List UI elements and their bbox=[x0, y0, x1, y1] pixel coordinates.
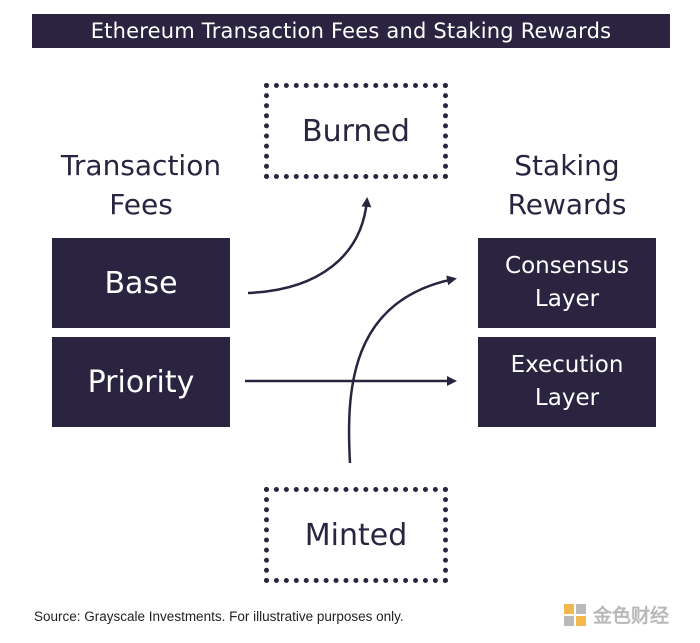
priority-fee-label: Priority bbox=[87, 364, 195, 400]
burned-box: Burned bbox=[264, 83, 448, 179]
execution-layer-line1: Execution bbox=[510, 352, 624, 378]
burned-label: Burned bbox=[302, 113, 410, 149]
transaction-fees-heading-line2: Fees bbox=[109, 188, 173, 221]
transaction-fees-heading: Transaction Fees bbox=[52, 146, 230, 224]
transaction-fees-heading-line1: Transaction bbox=[60, 149, 222, 182]
base-fee-label: Base bbox=[104, 265, 178, 301]
priority-fee-box: Priority bbox=[52, 337, 230, 427]
minted-box: Minted bbox=[264, 487, 448, 583]
execution-layer-box: Execution Layer bbox=[478, 337, 656, 427]
watermark-text: 金色财经 bbox=[593, 605, 670, 627]
minted-to-consensus-arrow bbox=[347, 275, 457, 464]
source-note: Source: Grayscale Investments. For illus… bbox=[34, 609, 404, 624]
execution-layer-line2: Layer bbox=[534, 385, 600, 411]
watermark: 金色财经 bbox=[563, 601, 669, 628]
consensus-layer-line2: Layer bbox=[534, 286, 600, 312]
consensus-layer-box: Consensus Layer bbox=[478, 238, 656, 328]
jinse-logo-icon bbox=[563, 603, 587, 627]
staking-rewards-heading-line1: Staking bbox=[514, 149, 620, 182]
diagram-title: Ethereum Transaction Fees and Staking Re… bbox=[90, 19, 612, 43]
minted-label: Minted bbox=[304, 517, 408, 553]
staking-rewards-heading-line2: Rewards bbox=[507, 188, 627, 221]
consensus-layer-line1: Consensus bbox=[505, 253, 629, 279]
base-to-burned-arrow bbox=[247, 197, 372, 295]
title-bar: Ethereum Transaction Fees and Staking Re… bbox=[32, 14, 670, 48]
staking-rewards-heading: Staking Rewards bbox=[478, 146, 656, 224]
base-fee-box: Base bbox=[52, 238, 230, 328]
